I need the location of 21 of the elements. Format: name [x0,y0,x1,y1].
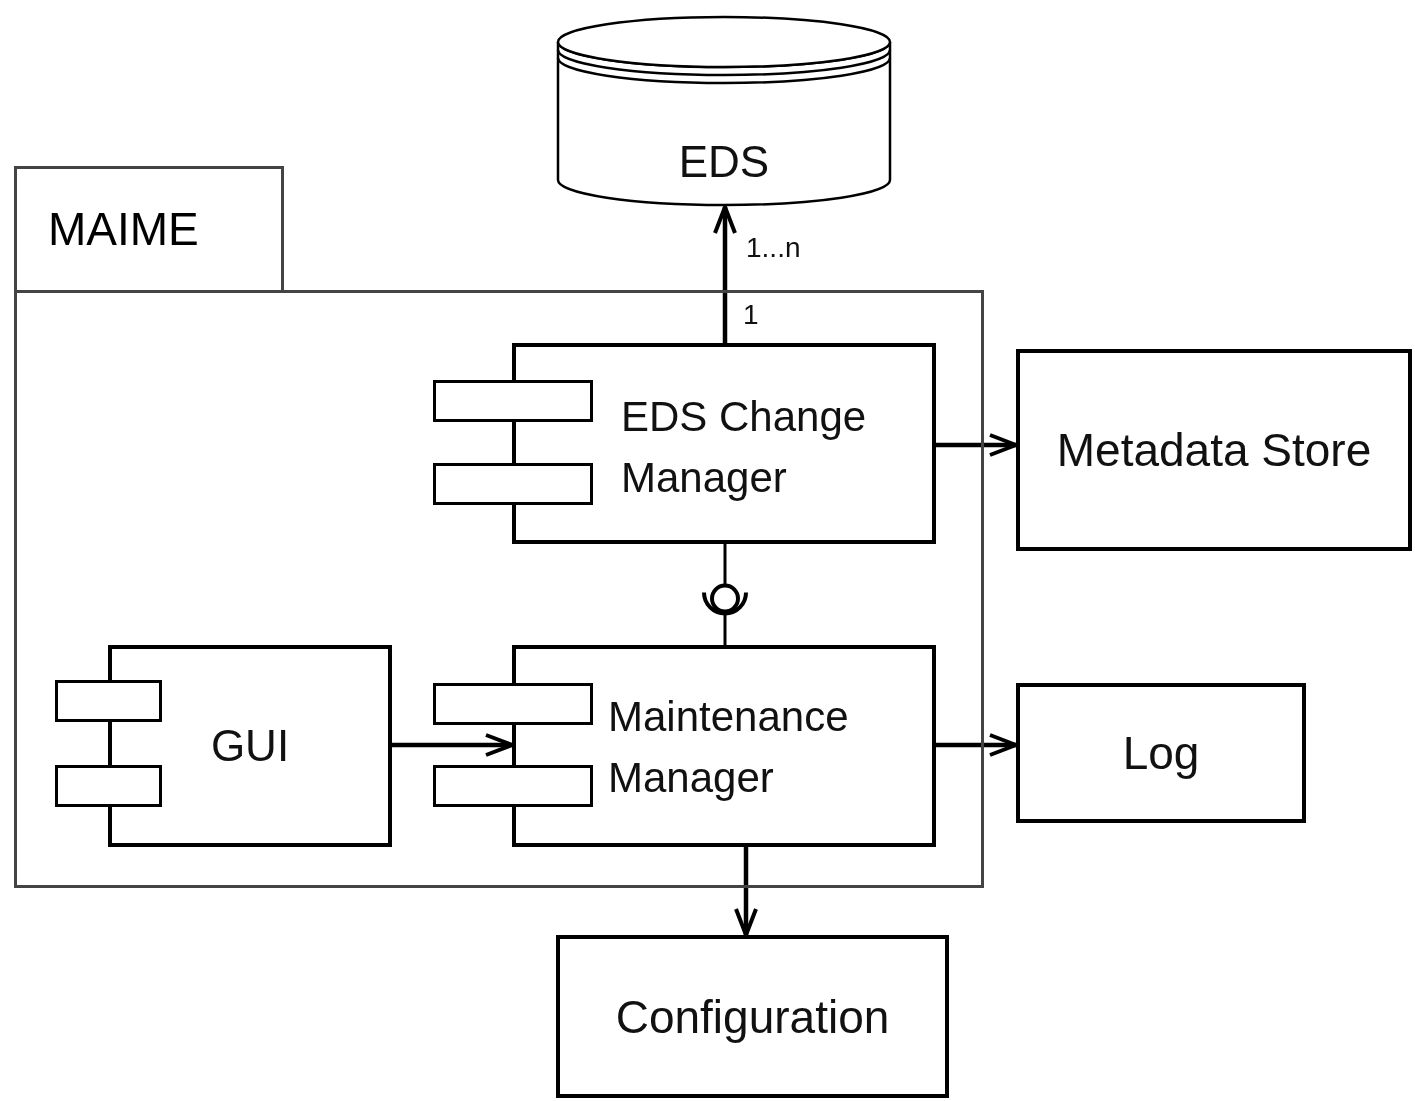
node-label: EDS [677,136,771,188]
system-box [1016,683,1306,823]
arrow [392,733,514,757]
node-label: Configuration [614,989,891,1045]
component-box [512,343,936,544]
package-name: MAIME [14,166,284,293]
node-label: Maintenance Manager [608,692,850,803]
arrow [734,847,758,937]
multiplicity-label: 1 [743,299,759,331]
arrow [936,733,1018,757]
node-label: Log [1121,725,1201,781]
node-label: EDS Change Manager [621,392,868,503]
system-box [556,935,949,1098]
multiplicity-label: 1...n [746,232,801,264]
component-box [512,645,936,847]
component-box [108,645,392,847]
system-box [1016,349,1412,551]
arrow [936,433,1018,457]
arrow [713,205,737,343]
node-label: GUI [209,720,291,773]
node-label: Metadata Store [1055,422,1373,478]
